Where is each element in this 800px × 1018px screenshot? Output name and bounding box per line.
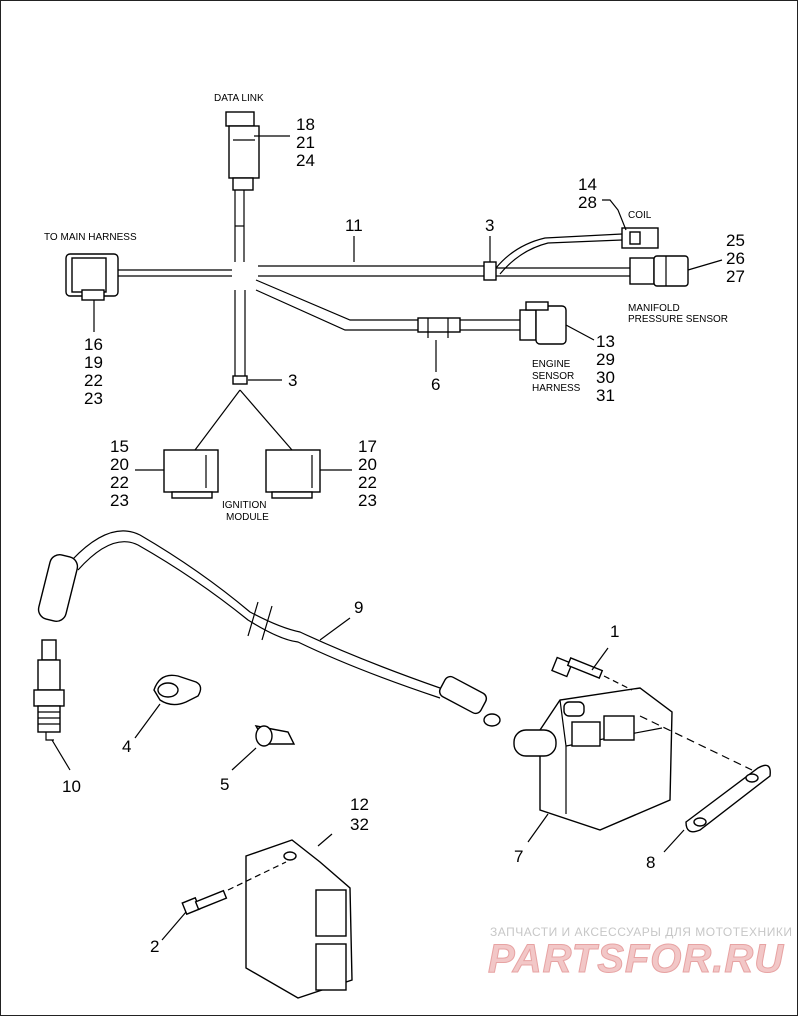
callout-clip-5: 5 — [220, 775, 229, 794]
callout-bracket: 8 — [646, 853, 655, 872]
callout-engine-sensor-3: 30 — [596, 368, 615, 387]
callout-manifold-3: 27 — [726, 267, 745, 286]
engine-sensor-connector — [519, 301, 567, 345]
label-coil: COIL — [628, 210, 652, 221]
bolt-1 — [551, 647, 633, 691]
callout-module-1: 12 — [350, 795, 369, 814]
data-link-connector — [225, 111, 260, 191]
callout-ign-right-1: 17 — [358, 437, 377, 456]
label-engine-line3: HARNESS — [532, 383, 581, 394]
callout-ign-left-1: 15 — [110, 437, 129, 456]
callout-clip-upper: 3 — [485, 216, 494, 235]
spark-plug-wire — [37, 530, 501, 727]
callout-harness: 11 — [345, 216, 363, 235]
manifold-sensor-connector — [629, 255, 689, 287]
callout-coil-2: 28 — [578, 193, 597, 212]
callout-ign-left-4: 23 — [110, 491, 129, 510]
callout-engine-sensor-2: 29 — [596, 350, 615, 369]
callout-ign-right-2: 20 — [358, 455, 377, 474]
callout-spark-plug: 10 — [62, 777, 81, 796]
callout-manifold-2: 26 — [726, 249, 745, 268]
callout-ign-left-3: 22 — [110, 473, 129, 492]
callout-main-harness-3: 22 — [84, 371, 103, 390]
electronic-module — [245, 833, 353, 999]
callout-manifold-1: 25 — [726, 231, 745, 250]
callout-main-harness-1: 16 — [84, 335, 103, 354]
watermark-tagline: ЗАПЧАСТИ И АКСЕССУАРЫ ДЛЯ МОТОТЕХНИКИ — [490, 925, 792, 939]
watermark-brand: PARTSFOR.RU — [488, 937, 784, 981]
callout-ign-right-3: 22 — [358, 473, 377, 492]
clip-4 — [134, 674, 202, 739]
wiring-harness — [118, 190, 630, 451]
watermark: ЗАПЧАСТИ И АКСЕССУАРЫ ДЛЯ МОТОТЕХНИКИ PA… — [488, 925, 792, 982]
callout-main-harness-2: 19 — [84, 353, 103, 372]
callout-numbers: 18 21 24 11 3 14 28 25 26 27 16 19 22 23… — [62, 115, 745, 956]
label-engine-line2: SENSOR — [532, 371, 574, 382]
callout-main-harness-4: 23 — [84, 389, 103, 408]
main-harness-connector — [65, 253, 119, 301]
label-ignition-line2: MODULE — [226, 512, 269, 523]
label-data-link: DATA LINK — [214, 93, 264, 104]
text-labels: DATA LINK TO MAIN HARNESS COIL MANIFOLD … — [44, 93, 728, 523]
callout-coil-body: 7 — [514, 847, 523, 866]
ignition-coil — [513, 687, 673, 843]
callout-tie: 6 — [431, 375, 440, 394]
callout-module-2: 32 — [350, 815, 369, 834]
callout-engine-sensor-4: 31 — [596, 386, 615, 405]
label-engine-line1: ENGINE — [532, 359, 571, 370]
label-manifold-line2: PRESSURE SENSOR — [628, 314, 728, 325]
callout-data-link-3: 24 — [296, 151, 315, 170]
callout-data-link-2: 21 — [296, 133, 315, 152]
callout-coil-1: 14 — [578, 175, 597, 194]
callout-ign-left-2: 20 — [110, 455, 129, 474]
bracket — [639, 715, 771, 853]
callout-screw-bottom: 2 — [150, 937, 159, 956]
callout-clip-lower: 3 — [288, 371, 297, 390]
callout-plug-wire: 9 — [354, 598, 363, 617]
leader-lines-upper — [93, 135, 723, 471]
label-manifold-line1: MANIFOLD — [628, 303, 680, 314]
callout-engine-sensor-1: 13 — [596, 332, 615, 351]
coil-connector — [621, 227, 659, 249]
label-ignition-line1: IGNITION — [222, 500, 266, 511]
callout-data-link-1: 18 — [296, 115, 315, 134]
clip-5 — [231, 725, 296, 771]
callout-screw-top: 1 — [610, 622, 619, 641]
spark-plug — [33, 639, 71, 771]
label-to-main-harness: TO MAIN HARNESS — [44, 232, 137, 243]
callout-ign-right-4: 23 — [358, 491, 377, 510]
callout-clip-4: 4 — [122, 737, 131, 756]
ignition-module-connectors — [163, 449, 321, 499]
screw-2 — [161, 861, 287, 941]
